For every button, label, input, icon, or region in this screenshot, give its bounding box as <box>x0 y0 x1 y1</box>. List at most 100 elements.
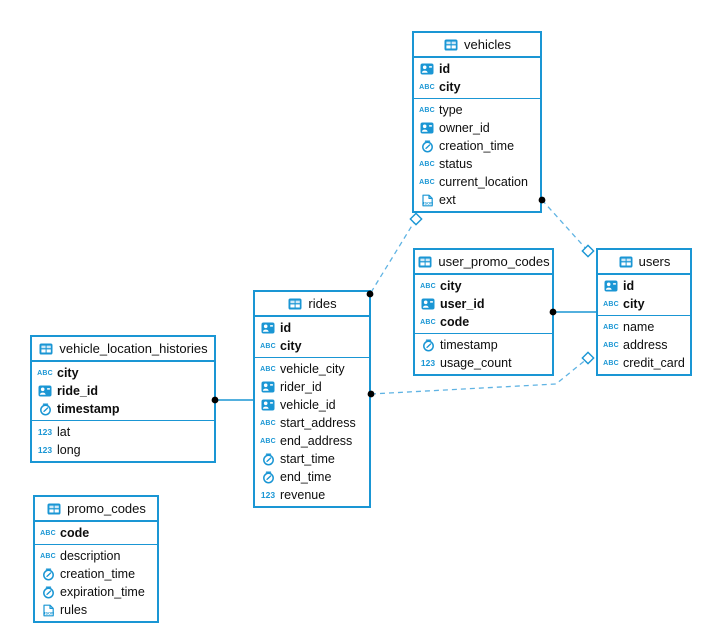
column-row-vehicle_id[interactable]: vehicle_id <box>255 396 369 414</box>
column-row-city[interactable]: ABC city <box>255 337 369 355</box>
abc-icon: ABC <box>603 300 619 308</box>
json-icon: JSON <box>419 194 435 207</box>
column-row-user_id[interactable]: user_id <box>415 295 552 313</box>
column-name: status <box>439 157 473 171</box>
clock-icon <box>420 339 436 352</box>
column-row-expiration_time[interactable]: expiration_time <box>35 583 157 601</box>
column-name: rules <box>60 603 88 617</box>
column-name: timestamp <box>57 402 120 416</box>
table-header[interactable]: promo_codes <box>35 497 157 522</box>
id-card-icon <box>37 385 53 397</box>
column-row-creation_time[interactable]: creation_time <box>35 565 157 583</box>
column-name: owner_id <box>439 121 490 135</box>
column-row-rider_id[interactable]: rider_id <box>255 378 369 396</box>
json-icon: JSON <box>40 604 56 617</box>
table-header[interactable]: vehicles <box>414 33 540 58</box>
column-name: long <box>57 443 81 457</box>
clock-icon <box>40 586 56 599</box>
column-name: end_address <box>280 434 353 448</box>
column-row-creation_time[interactable]: creation_time <box>414 137 540 155</box>
table-name: users <box>638 254 671 269</box>
table-header[interactable]: vehicle_location_histories <box>32 337 214 362</box>
column-row-id[interactable]: id <box>255 319 369 337</box>
column-row-id[interactable]: id <box>598 277 690 295</box>
column-row-end_time[interactable]: end_time <box>255 468 369 486</box>
relationship-line-vehicles-rides[interactable] <box>369 218 417 295</box>
column-name: creation_time <box>60 567 136 581</box>
column-name: rider_id <box>280 380 322 394</box>
column-name: code <box>440 315 470 329</box>
abc-icon: ABC <box>603 359 619 367</box>
table-icon <box>417 256 433 268</box>
column-name: id <box>280 321 292 335</box>
column-row-rules[interactable]: JSON rules <box>35 601 157 619</box>
svg-text:JSON: JSON <box>43 610 54 615</box>
table-header[interactable]: user_promo_codes <box>415 250 552 275</box>
column-row-timestamp[interactable]: timestamp <box>415 336 552 354</box>
column-name: start_address <box>280 416 356 430</box>
column-row-timestamp[interactable]: timestamp <box>32 400 214 418</box>
table-icon <box>46 503 62 515</box>
column-name: user_id <box>440 297 485 311</box>
relationship-line-vehicles-users[interactable] <box>541 199 589 252</box>
column-name: id <box>623 279 635 293</box>
column-row-start_time[interactable]: start_time <box>255 450 369 468</box>
column-name: city <box>280 339 302 353</box>
id-card-icon <box>260 381 276 393</box>
column-name: city <box>439 80 461 94</box>
column-row-owner_id[interactable]: owner_id <box>414 119 540 137</box>
column-name: usage_count <box>440 356 512 370</box>
abc-icon: ABC <box>603 341 619 349</box>
column-name: name <box>623 320 655 334</box>
clock-icon <box>419 140 435 153</box>
column-name: ride_id <box>57 384 98 398</box>
table-header[interactable]: rides <box>255 292 369 317</box>
column-name: creation_time <box>439 139 515 153</box>
abc-icon: ABC <box>37 369 53 377</box>
abc-icon: ABC <box>419 178 435 186</box>
column-name: id <box>439 62 451 76</box>
table-header[interactable]: users <box>598 250 690 275</box>
column-name: code <box>60 526 90 540</box>
abc-icon: ABC <box>260 342 276 350</box>
column-row-address[interactable]: ABC address <box>598 336 690 354</box>
column-row-ride_id[interactable]: ride_id <box>32 382 214 400</box>
column-name: city <box>440 279 462 293</box>
column-name: address <box>623 338 668 352</box>
abc-icon: ABC <box>419 106 435 114</box>
column-row-id[interactable]: id <box>414 60 540 78</box>
